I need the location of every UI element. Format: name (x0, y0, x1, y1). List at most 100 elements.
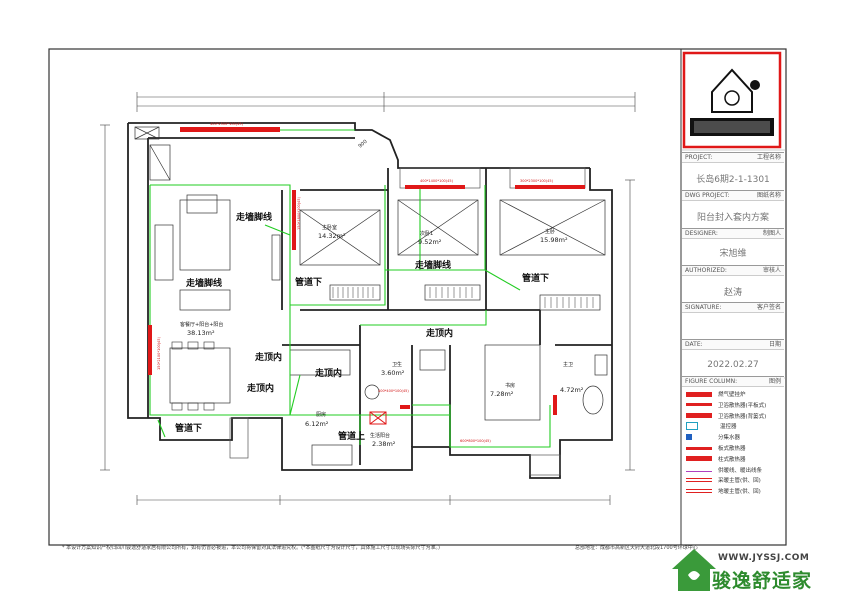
legend-label: 地暖主管(供、回) (718, 489, 761, 496)
svg-text:600*800*100(45): 600*800*100(45) (460, 439, 491, 443)
room-area: 9.52m² (418, 238, 442, 246)
pipe-label: 走墙脚线 (235, 211, 272, 223)
room-area: 14.32m² (318, 232, 346, 240)
legend-label: 卫浴散热器(平板式) (718, 402, 767, 409)
legend-item: 板式散热器 (686, 443, 746, 453)
pipe-label: 管道下 (295, 276, 322, 288)
authorized-label-cn: 审核人 (762, 267, 781, 274)
date-label: DATE: (685, 341, 703, 348)
radiators (148, 127, 585, 415)
legend-swatch-icon (686, 413, 712, 419)
legend-swatch-icon (686, 456, 712, 462)
date-value: 2022.02.27 (707, 360, 759, 370)
project-row: PROJECT: 工程名称 长岛6期2-1-1301 (682, 152, 784, 185)
legend-item: 地暖主管(供、回) (686, 486, 761, 496)
legend-swatch-icon (686, 489, 712, 494)
pipe-label: 走顶内 (314, 367, 342, 379)
legend-swatch-icon (686, 446, 712, 450)
legend-swatch-icon (686, 478, 712, 483)
date-row: DATE: 日期 2022.02.27 (682, 339, 784, 370)
heating-pipe-routes (149, 129, 551, 448)
signature-label-cn: 客户签名 (756, 304, 781, 311)
project-label: PROJECT: (685, 154, 713, 161)
room-name: 客餐厅+阳台+阳台 (180, 321, 223, 328)
legend-label: 燃气壁挂炉 (718, 392, 746, 398)
legend-swatch-icon (686, 403, 712, 407)
authorized-label: AUTHORIZED: (685, 267, 727, 274)
pipe-label: 管道下 (175, 422, 202, 434)
room-area: 3.60m² (381, 369, 405, 377)
project-label-cn: 工程名称 (756, 154, 781, 161)
legend-label: 柱式散热器 (718, 456, 746, 463)
room-area: 6.12m² (305, 420, 329, 428)
designer-label-cn: 制图人 (762, 230, 781, 237)
brand-watermark (668, 545, 844, 595)
furniture (134, 126, 608, 466)
legend-item: 卫浴散热器(背篓式) (686, 411, 766, 421)
room-labels: 客餐厅+阳台+阳台 38.13m² 主卧室 14.32m² 次卧1 9.52m²… (180, 224, 584, 448)
pipe-label: 走顶内 (246, 382, 274, 394)
legend-swatch-icon (686, 434, 692, 441)
legend-label: 分集水器 (718, 435, 741, 442)
room-name: 生活阳台 (370, 432, 390, 439)
room-name: 卫生 (392, 361, 402, 368)
pipe-label: 走墙脚线 (185, 277, 222, 289)
pipe-label: 走顶内 (425, 327, 453, 339)
footer-right-note: 总部地址：成都市高新区天府大道北段1700号环球中心 (575, 545, 698, 551)
room-name: 主卫 (563, 361, 573, 368)
designer-row: DESIGNER: 制图人 宋旭维 (682, 228, 784, 259)
pipe-route-labels: 走墙脚线 走墙脚线 走墙脚线 管道下 管道下 走顶内 走顶内 走顶内 走顶内 管… (175, 211, 549, 442)
dwg-project-value: 阳台封入套内方案 (696, 213, 769, 223)
company-logo (682, 51, 782, 149)
room-area: 38.13m² (187, 329, 215, 337)
svg-text:150*2100*100(45): 150*2100*100(45) (157, 336, 161, 370)
legend-label: 板式散热器 (718, 446, 746, 452)
figure-column-row: FIGURE COLUMN:图例 (682, 376, 784, 387)
pipe-spec-tags: 400*2500*100(45) 400*1400*100(45) 300*23… (157, 122, 554, 443)
room-name: 次卧1 (420, 230, 433, 237)
room-name: 主卧室 (322, 224, 337, 231)
legend-item: 柱式散热器 (686, 454, 746, 464)
legend-item: 分集水器 (686, 432, 740, 442)
dwg-project-label-cn: 图纸名称 (756, 192, 781, 199)
room-name: 书房 (505, 382, 515, 389)
legend-swatch-icon (686, 391, 712, 397)
room-area: 4.72m² (560, 386, 584, 394)
legend-label: 卫浴散热器(背篓式) (718, 413, 767, 420)
legend-item: 卫浴散热器(平板式) (686, 400, 766, 410)
dwg-project-row: DWG PROJECT: 图纸名称 阳台封入套内方案 (682, 190, 784, 223)
room-area: 7.28m² (490, 390, 514, 398)
svg-text:400*1400*100(45): 400*1400*100(45) (420, 179, 454, 183)
svg-text:300*2300*100(45): 300*2300*100(45) (520, 179, 554, 183)
dimension-900: 900 (357, 139, 368, 150)
signature-row: SIGNATURE: 客户签名 (682, 302, 784, 313)
date-label-cn: 日期 (768, 341, 781, 348)
designer-value: 宋旭维 (719, 249, 747, 259)
authorized-value: 赵涛 (723, 288, 742, 298)
room-area: 15.98m² (540, 236, 568, 244)
brand-name: 骏逸舒适家 (712, 570, 813, 592)
legend-item: 温控器 (686, 421, 737, 431)
dwg-project-label: DWG PROJECT: (685, 192, 730, 199)
windows (229, 167, 586, 476)
signature-label: SIGNATURE: (685, 304, 722, 311)
svg-text:150*1800*100(45): 150*1800*100(45) (297, 196, 301, 230)
svg-text:400*400*100(45): 400*400*100(45) (378, 389, 409, 393)
house-logo-icon (672, 549, 716, 591)
closet-hatches (332, 287, 594, 308)
room-name: 厨房 (316, 411, 326, 418)
dining-chairs (171, 341, 215, 411)
pipe-label: 走墙脚线 (414, 259, 451, 271)
legend-swatch-icon (686, 422, 698, 431)
pipe-label: 管道下 (522, 272, 549, 284)
pipe-label: 管道上 (338, 430, 365, 442)
project-value: 长岛6期2-1-1301 (696, 175, 770, 185)
outer-frame (48, 48, 787, 546)
brand-url: WWW.JYSSJ.COM (718, 553, 810, 563)
dimension-lines (100, 92, 636, 505)
pipe-label: 走顶内 (254, 351, 282, 363)
designer-label: DESIGNER: (685, 230, 718, 237)
legend-item: 采暖主管(供、回) (686, 475, 761, 485)
legend-label: 温控器 (720, 424, 737, 431)
